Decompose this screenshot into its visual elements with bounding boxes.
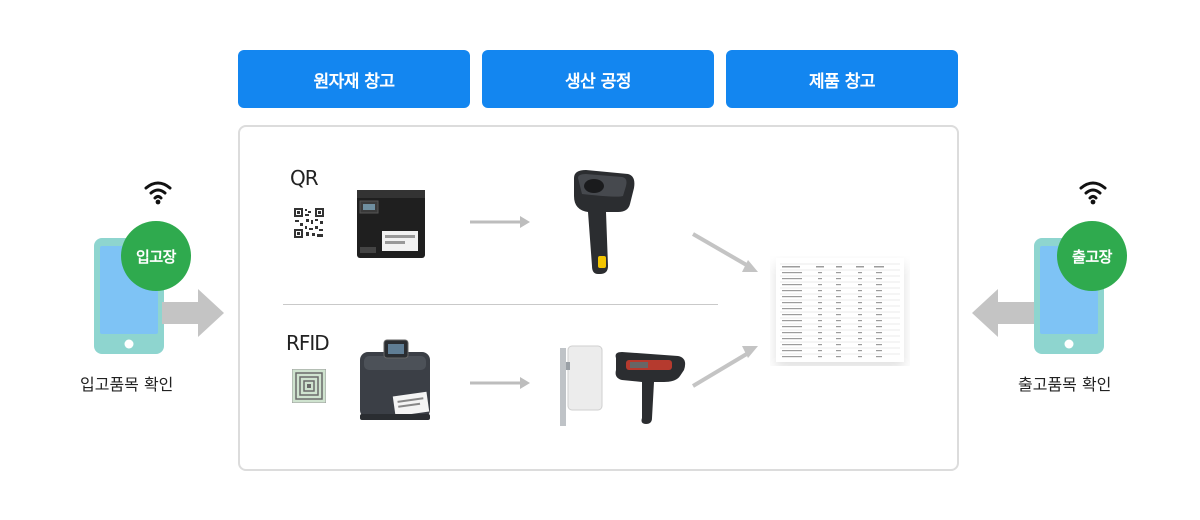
qr-label-printer-icon	[357, 190, 425, 258]
rfid-label: RFID	[286, 331, 330, 355]
wifi-icon	[1079, 181, 1107, 205]
row-divider	[283, 304, 718, 305]
arrow-diagonal-up-icon	[691, 346, 758, 388]
qr-label: QR	[290, 166, 319, 190]
stage-tab-production: 생산 공정	[482, 50, 714, 108]
inbound-badge: 입고장	[121, 221, 191, 291]
arrow-diagonal-down-icon	[691, 232, 758, 272]
rfid-label-printer-icon	[360, 339, 430, 420]
data-report-icon	[776, 258, 904, 362]
outbound-caption: 출고품목 확인	[1018, 375, 1112, 394]
arrow-right-icon	[470, 216, 530, 228]
stage-tab-product: 제품 창고	[726, 50, 958, 108]
wifi-icon	[144, 181, 172, 205]
barcode-scanner-icon	[574, 170, 635, 274]
inbound-caption: 입고품목 확인	[80, 375, 174, 394]
rfid-tag-icon	[292, 369, 326, 403]
stage-tab-raw-material: 원자재 창고	[238, 50, 470, 108]
arrow-right-icon	[470, 377, 530, 389]
qr-code-icon	[293, 207, 325, 239]
rfid-reader-icon	[560, 345, 686, 426]
outbound-badge: 출고장	[1057, 221, 1127, 291]
arrow-left-icon	[972, 289, 1034, 337]
arrow-right-icon	[162, 289, 224, 337]
